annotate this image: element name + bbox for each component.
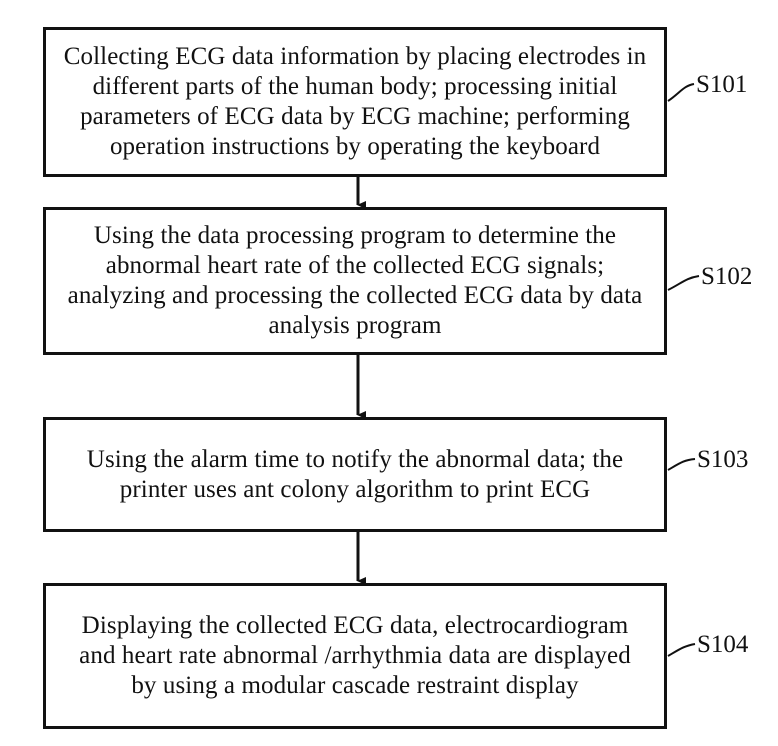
step-box-s104: Displaying the collected ECG data, elect… (43, 583, 667, 729)
step-text-s102: Using the data processing program to det… (58, 221, 653, 341)
step-box-s101: Collecting ECG data information by placi… (43, 27, 667, 177)
step-label-s103: S103 (697, 445, 748, 475)
leader-s102 (668, 276, 699, 290)
step-text-s103: Using the alarm time to notify the abnor… (77, 445, 633, 505)
step-label-s104: S104 (697, 630, 748, 660)
leader-s101 (668, 84, 694, 101)
step-box-s102: Using the data processing program to det… (43, 207, 667, 355)
step-text-s104: Displaying the collected ECG data, elect… (69, 611, 641, 701)
leader-s103 (668, 459, 695, 470)
step-text-s101: Collecting ECG data information by placi… (54, 42, 657, 162)
step-label-s101: S101 (696, 70, 747, 100)
step-box-s103: Using the alarm time to notify the abnor… (43, 417, 667, 532)
step-label-s102: S102 (701, 262, 752, 292)
leader-s104 (668, 644, 695, 656)
